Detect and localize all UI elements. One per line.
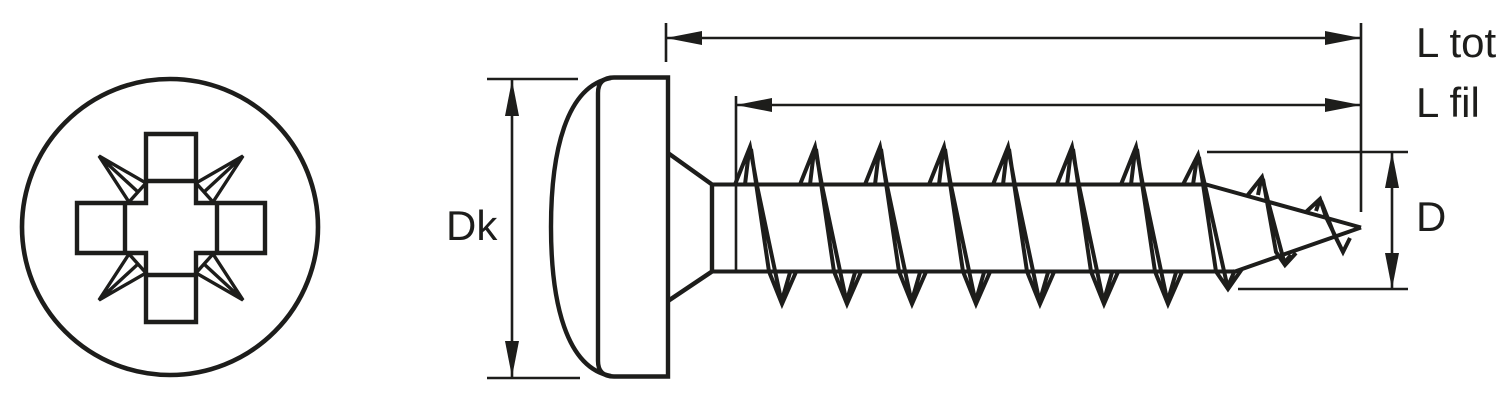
thread-revolution-3 — [863, 139, 928, 310]
pozidriv-cross-inner-lines — [122, 178, 220, 278]
neck-shoulder — [666, 151, 715, 303]
label-thread-diameter: D — [1416, 193, 1446, 240]
thread-revolution-6 — [1055, 139, 1120, 310]
shank-and-tip-outline — [712, 182, 1362, 274]
head-outline-circle — [19, 76, 321, 378]
arrow-right-icon — [1325, 31, 1361, 45]
label-head-diameter: Dk — [446, 202, 498, 249]
dim-head-diameter-lines — [487, 77, 580, 380]
arrow-left-icon — [666, 31, 702, 45]
thread — [733, 139, 1352, 310]
thread-revolution-9 — [1245, 172, 1298, 269]
dim-thread-diameter: D — [1207, 150, 1446, 291]
arrow-up-icon — [505, 80, 519, 116]
thread-revolution-5 — [991, 139, 1056, 310]
thread-revolution-4 — [927, 139, 992, 310]
pozidriv-wing-marks — [97, 154, 245, 302]
screw-side-view — [548, 75, 1362, 379]
thread-revolution-1 — [733, 139, 798, 310]
label-total-length: L tot — [1416, 19, 1496, 66]
arrow-down-icon — [1385, 253, 1399, 289]
thread-revolution-10 — [1304, 195, 1352, 257]
thread-revolution-7 — [1119, 139, 1184, 310]
arrow-down-icon — [505, 341, 519, 377]
arrow-right-icon — [1325, 98, 1361, 112]
dim-head-diameter: Dk — [446, 77, 580, 380]
dim-total-length-lines — [664, 23, 1363, 212]
dim-thread-diameter-lines — [1207, 150, 1408, 291]
arrow-up-icon — [1385, 152, 1399, 188]
dim-total-length: L tot — [664, 19, 1496, 212]
head-front-view — [19, 76, 321, 378]
head-body — [595, 75, 671, 379]
pozidriv-cross-outline — [74, 131, 268, 325]
thread-revolution-8 — [1181, 149, 1244, 293]
label-thread-length: L fil — [1416, 79, 1480, 126]
head-dome-arc — [548, 75, 612, 379]
arrow-left-icon — [736, 98, 772, 112]
thread-revolution-2 — [798, 139, 863, 310]
dim-thread-length-lines — [734, 96, 1361, 272]
dim-thread-length: L fil — [734, 79, 1480, 272]
dimensions: L tot L fil Dk D — [446, 19, 1496, 380]
